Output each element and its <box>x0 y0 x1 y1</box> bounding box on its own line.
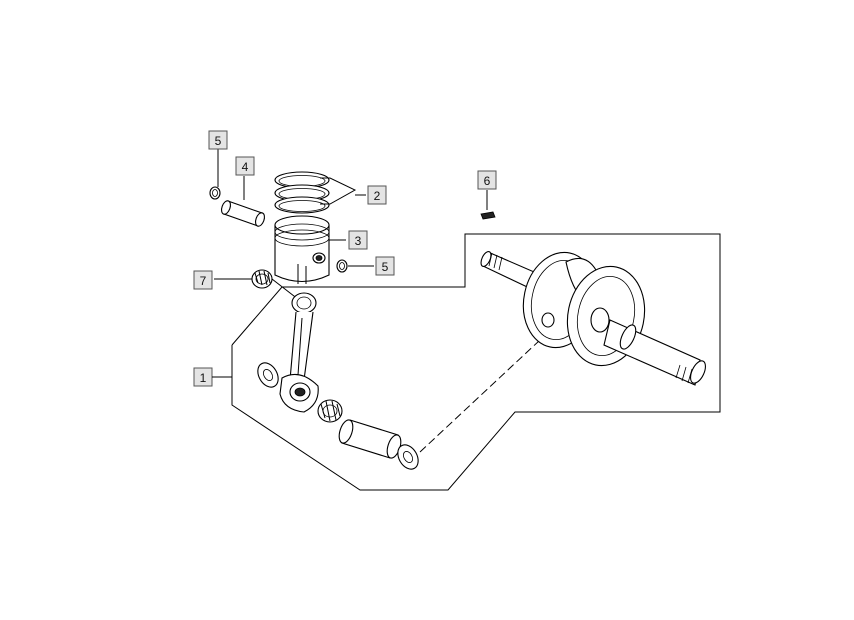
callout-7-label: 7 <box>200 274 207 288</box>
callout-4: 4 <box>235 156 255 176</box>
callout-5-right-label: 5 <box>382 260 389 274</box>
assembly-outline <box>231 233 721 491</box>
callout-6-label: 6 <box>484 174 491 188</box>
crank-pin <box>338 419 402 459</box>
callout-3: 3 <box>348 230 368 250</box>
circlip-right <box>336 259 374 273</box>
callout-2: 2 <box>367 185 387 205</box>
piston-pin <box>220 176 266 227</box>
callout-5-right: 5 <box>375 256 395 276</box>
needle-bearing-big <box>317 399 343 423</box>
alignment-dashed-line <box>419 339 541 453</box>
thrust-washer-left <box>257 362 279 388</box>
woodruff-key <box>480 190 496 220</box>
piston <box>274 215 346 284</box>
callout-5-left-label: 5 <box>215 134 222 148</box>
callout-7: 7 <box>193 270 213 290</box>
callout-1: 1 <box>193 367 232 387</box>
callout-5-left: 5 <box>208 130 228 150</box>
callout-2-label: 2 <box>374 189 381 203</box>
circlip-left <box>209 148 221 200</box>
callout-6: 6 <box>477 170 497 190</box>
callout-4-label: 4 <box>242 160 249 174</box>
callout-3-label: 3 <box>355 234 362 248</box>
callout-1-label: 1 <box>200 371 207 385</box>
crankshaft <box>480 251 706 386</box>
connecting-rod <box>279 292 319 413</box>
thrust-washer-right <box>397 444 419 470</box>
piston-rings <box>274 171 366 214</box>
